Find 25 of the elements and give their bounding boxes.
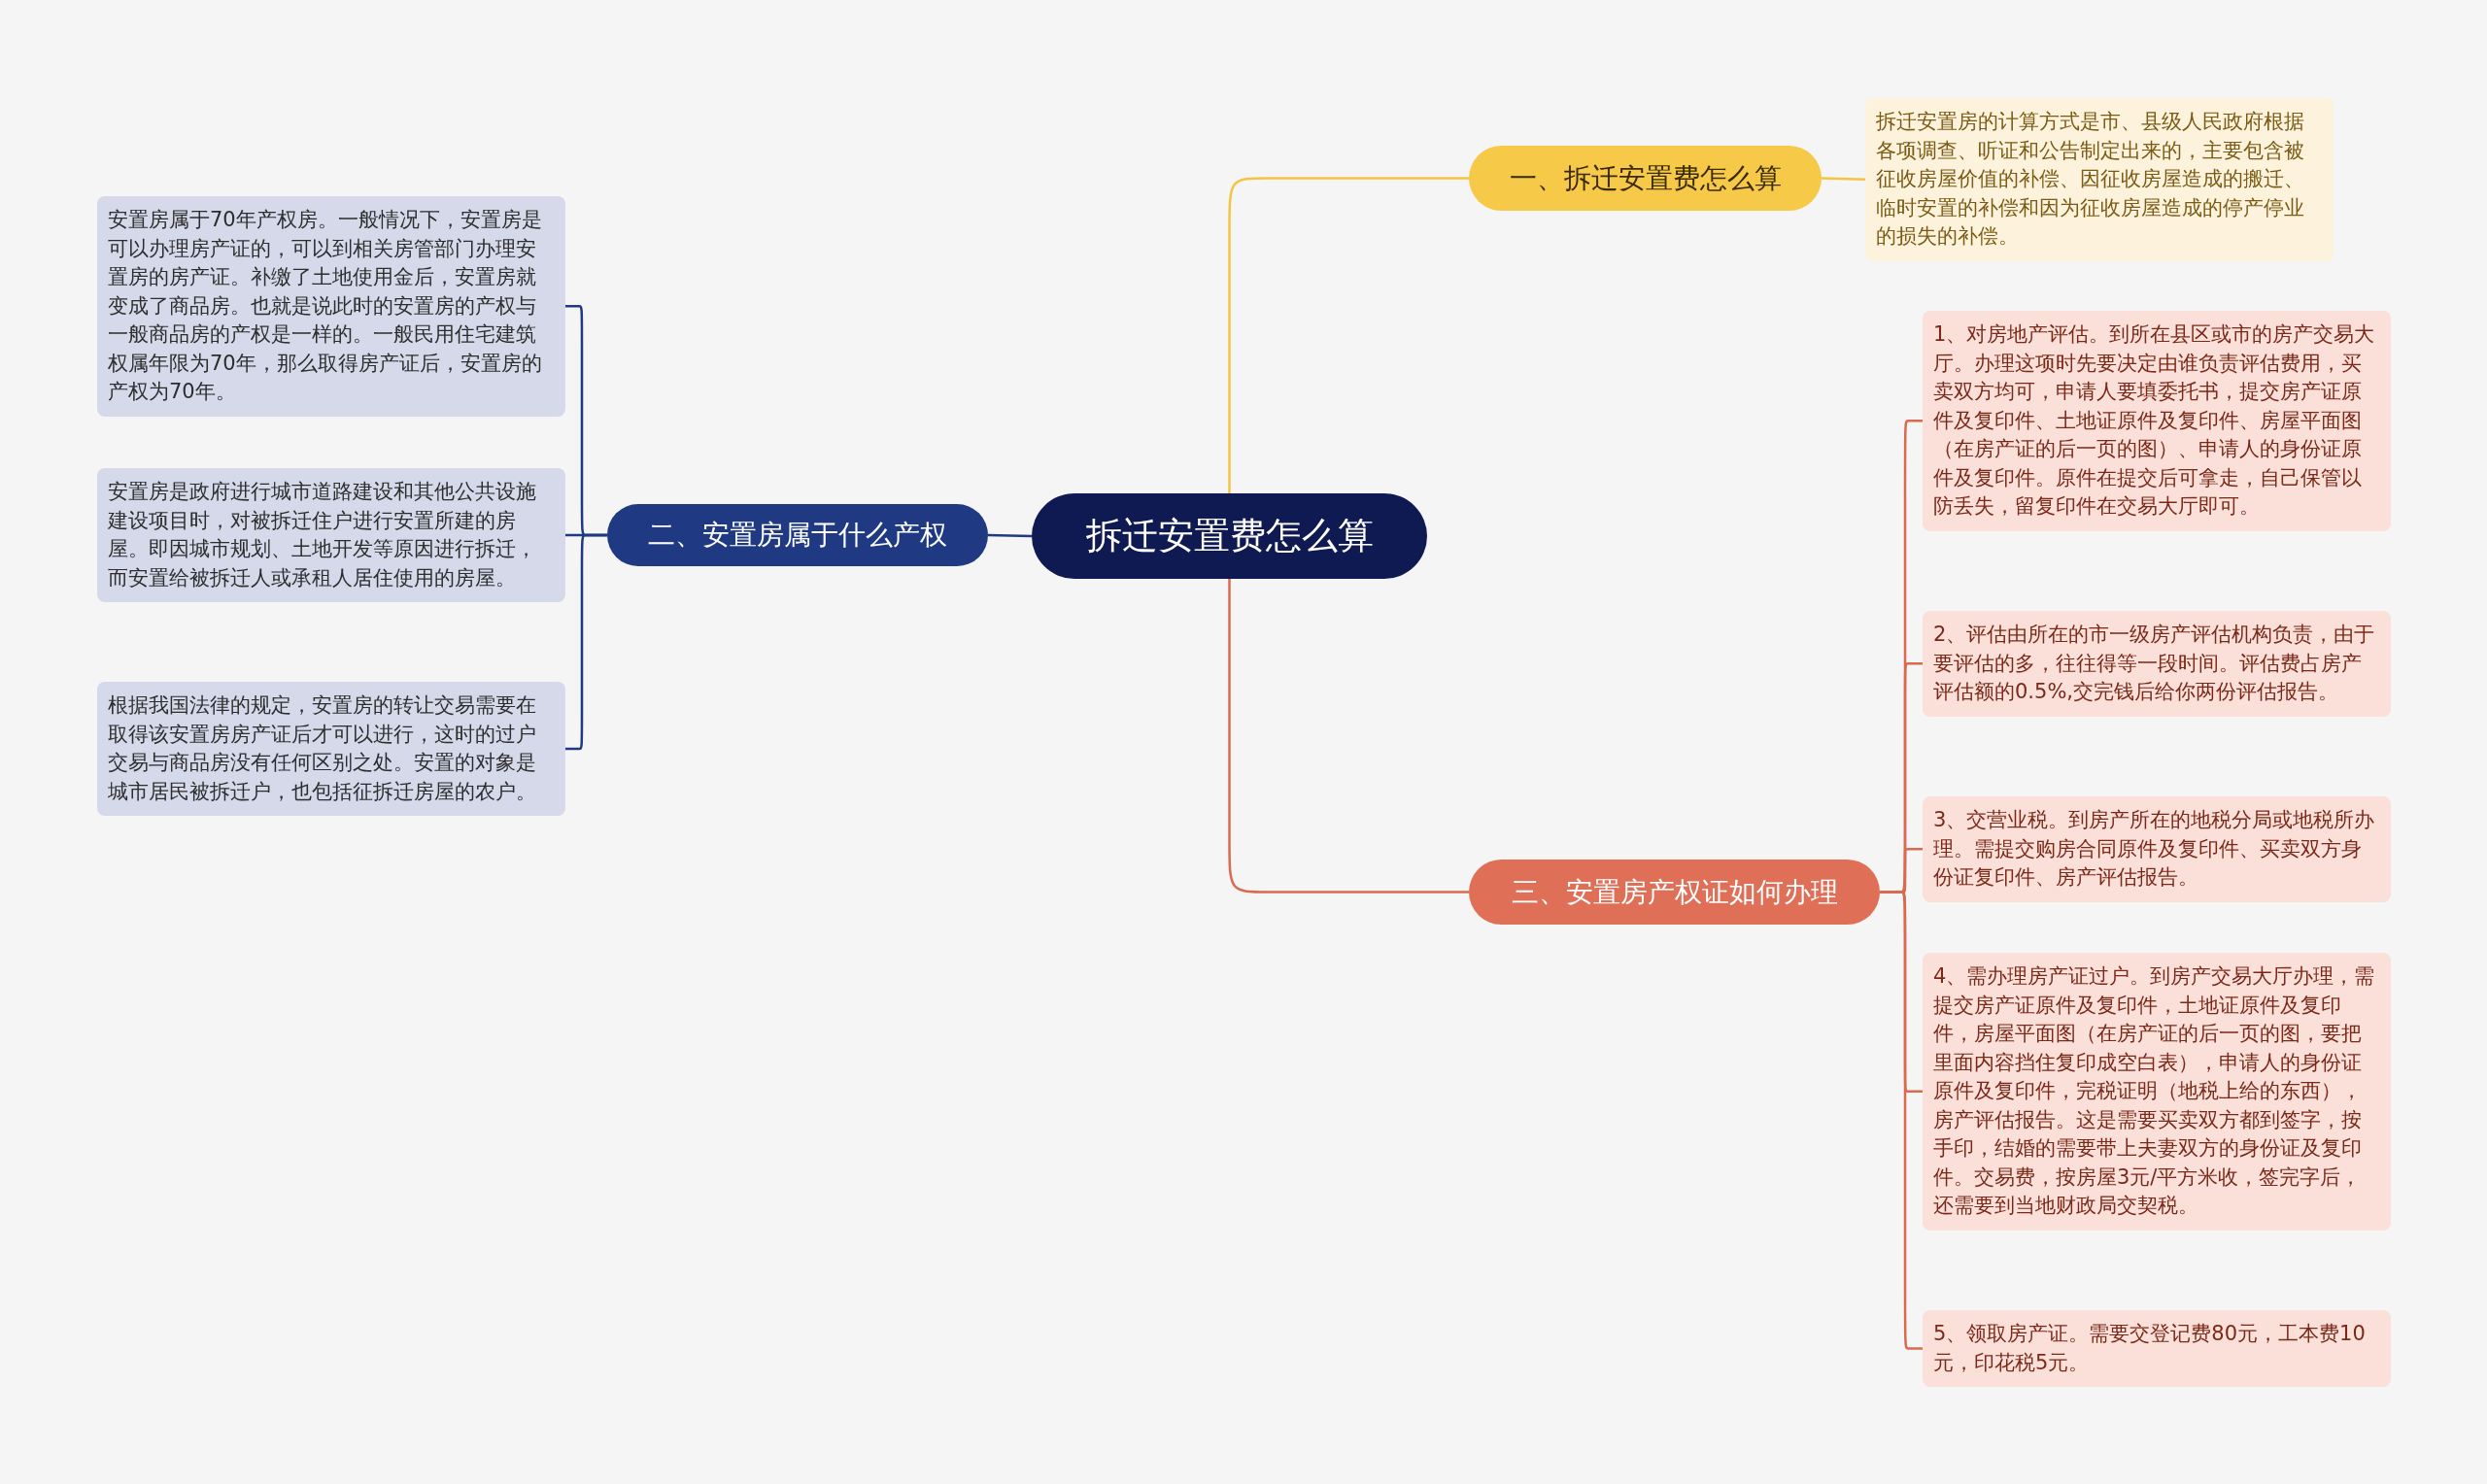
note-card [1865,98,2334,261]
note-text: 安置房是政府进行城市道路建设和其他公共设施建设项目时，对被拆迁住户进行安置所建的房屋。即因城市规划、土地开发等原因进行拆迁，而安置给被拆迁人或承租人居住使用的房屋。 [108,479,537,591]
note-card [97,682,565,816]
connector-line [565,533,607,751]
note-card [1923,611,2391,717]
note-text: 5、领取房产证。需要交登记费80元，工本费10元，印花税5元。 [1933,1321,2367,1376]
note-text: 3、交营业税。到房产所在的地税分局或地税所办理。需提交购房合同原件及复印件、买卖双方身份证复印件、房产评估报告。 [1933,807,2376,891]
note-card [97,196,565,417]
note-text: 安置房属于70年产权房。一般情况下，安置房是可以办理房产证的，可以到相关房管部门办理安置房的房产证。补缴了土地使用金后，安置房就变成了商品房。也就是说此时的安置房的产权与一般商品房的产权是一样的。一般民用住宅建筑权属年限为70年，那么取得房产证后，安置房的产权为70年。 [108,207,543,405]
note-text: 4、需办理房产证过户。到房产交易大厅办理，需提交房产证原件及复印件，土地证原件及复印件，房屋平面图（在房产证的后一页的图，要把里面内容挡住复印成空白表），申请人的身份证原件及复印件，完税证明（地税上给的东西），房产评估报告。这是需要买卖双方都到签字，按手印，结婚的需要带上夫妻双方的身份证及复印件。交易费，按房屋3元/平方米收，签完字后，还需要到当地财政局交契税。 [1933,963,2376,1219]
note-text: 拆迁安置房的计算方式是市、县级人民政府根据各项调查、听证和公告制定出来的，主要包含被征收房屋价值的补偿、因征收房屋造成的搬迁、临时安置的补偿和因为征收房屋造成的停产停业的损失的补偿。 [1876,109,2305,250]
note-text: 根据我国法律的规定，安置房的转让交易需要在取得该安置房房产证后才可以进行，这时的过户交易与商品房没有任何区别之处。安置的对象是城市居民被拆迁户，也包括征拆迁房屋的农户。 [108,692,537,805]
note-card [1923,796,2391,902]
connector-line [1228,177,1469,493]
note-text: 2、评估由所在的市一级房产评估机构负责，由于要评估的多，往往得等一段时间。评估费占房产评估额的0.5%,交完钱后给你两份评估报告。 [1933,622,2376,705]
connector-line [987,533,1033,538]
note-card [1923,1310,2391,1387]
topic-label: 一、拆迁安置费怎么算 [1509,160,1782,196]
note-text: 1、对房地产评估。到所在县区或市的房产交易大厅。办理这项时先要决定由谁负责评估费用，买卖双方均可，申请人要填委托书，提交房产证原件及复印件、土地证原件及复印件、房屋平面图（在房产证的后一页的图）、申请人的身份证原件及复印件。原件在提交后可拿走，自己保管以防丢失，留复印件在交易大厅即可。 [1933,321,2376,520]
topic-label: 二、安置房属于什么产权 [648,518,947,553]
topic-label: 三、安置房产权证如何办理 [1511,874,1838,910]
topic-label: 拆迁安置费怎么算 [1085,514,1374,558]
connector-line [1821,177,1866,181]
connector-line [1228,579,1469,894]
note-card [97,468,565,602]
